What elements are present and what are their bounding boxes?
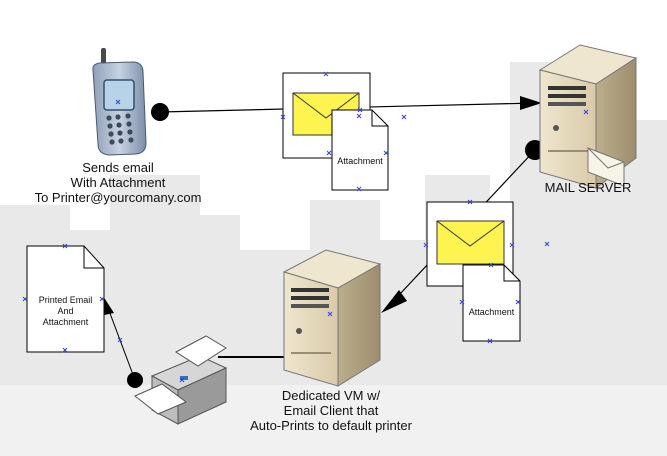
selection-handles [22, 71, 589, 383]
mobile-phone-icon [92, 48, 147, 156]
connector-printer-dot [127, 372, 143, 388]
printed-document-icon [26, 245, 105, 353]
printed-doc-line2: And [57, 306, 74, 316]
attachment-label-bottom: Attachment [468, 307, 515, 317]
vm-caption-line1: Dedicated VM w/ [281, 388, 381, 403]
phone-caption-line1: Sends email [82, 160, 154, 175]
document-icon [331, 109, 389, 191]
connector-start-dot [151, 103, 169, 121]
vm-caption-line2: Email Client that [283, 403, 379, 418]
arrowhead-to-vm [381, 290, 407, 313]
phone-caption: Sends email With Attachment To Printer@y… [28, 160, 208, 205]
attachment-label-top: Attachment [337, 156, 383, 166]
envelope-icon [436, 220, 505, 265]
printed-doc-line3: Attachment [42, 317, 89, 327]
printed-document-label: Printed Email And Attachment [27, 295, 104, 328]
phone-caption-line3: To Printer@yourcomany.com [34, 190, 202, 205]
mail-server-label: MAIL SERVER [544, 180, 632, 195]
printer-icon [134, 335, 228, 425]
arrowhead-to-server [520, 96, 542, 110]
phone-caption-line2: With Attachment [70, 175, 166, 190]
server-tower-icon [282, 249, 382, 387]
printed-doc-line1: Printed Email [38, 295, 93, 305]
document-icon [462, 264, 521, 342]
vm-caption: Dedicated VM w/ Email Client that Auto-P… [240, 388, 422, 433]
email-package-top [282, 72, 389, 191]
arrowhead-to-document [103, 296, 114, 315]
vm-caption-line3: Auto-Prints to default printer [250, 418, 412, 433]
email-package-bottom [426, 201, 521, 342]
small-envelope-icon [587, 147, 625, 187]
